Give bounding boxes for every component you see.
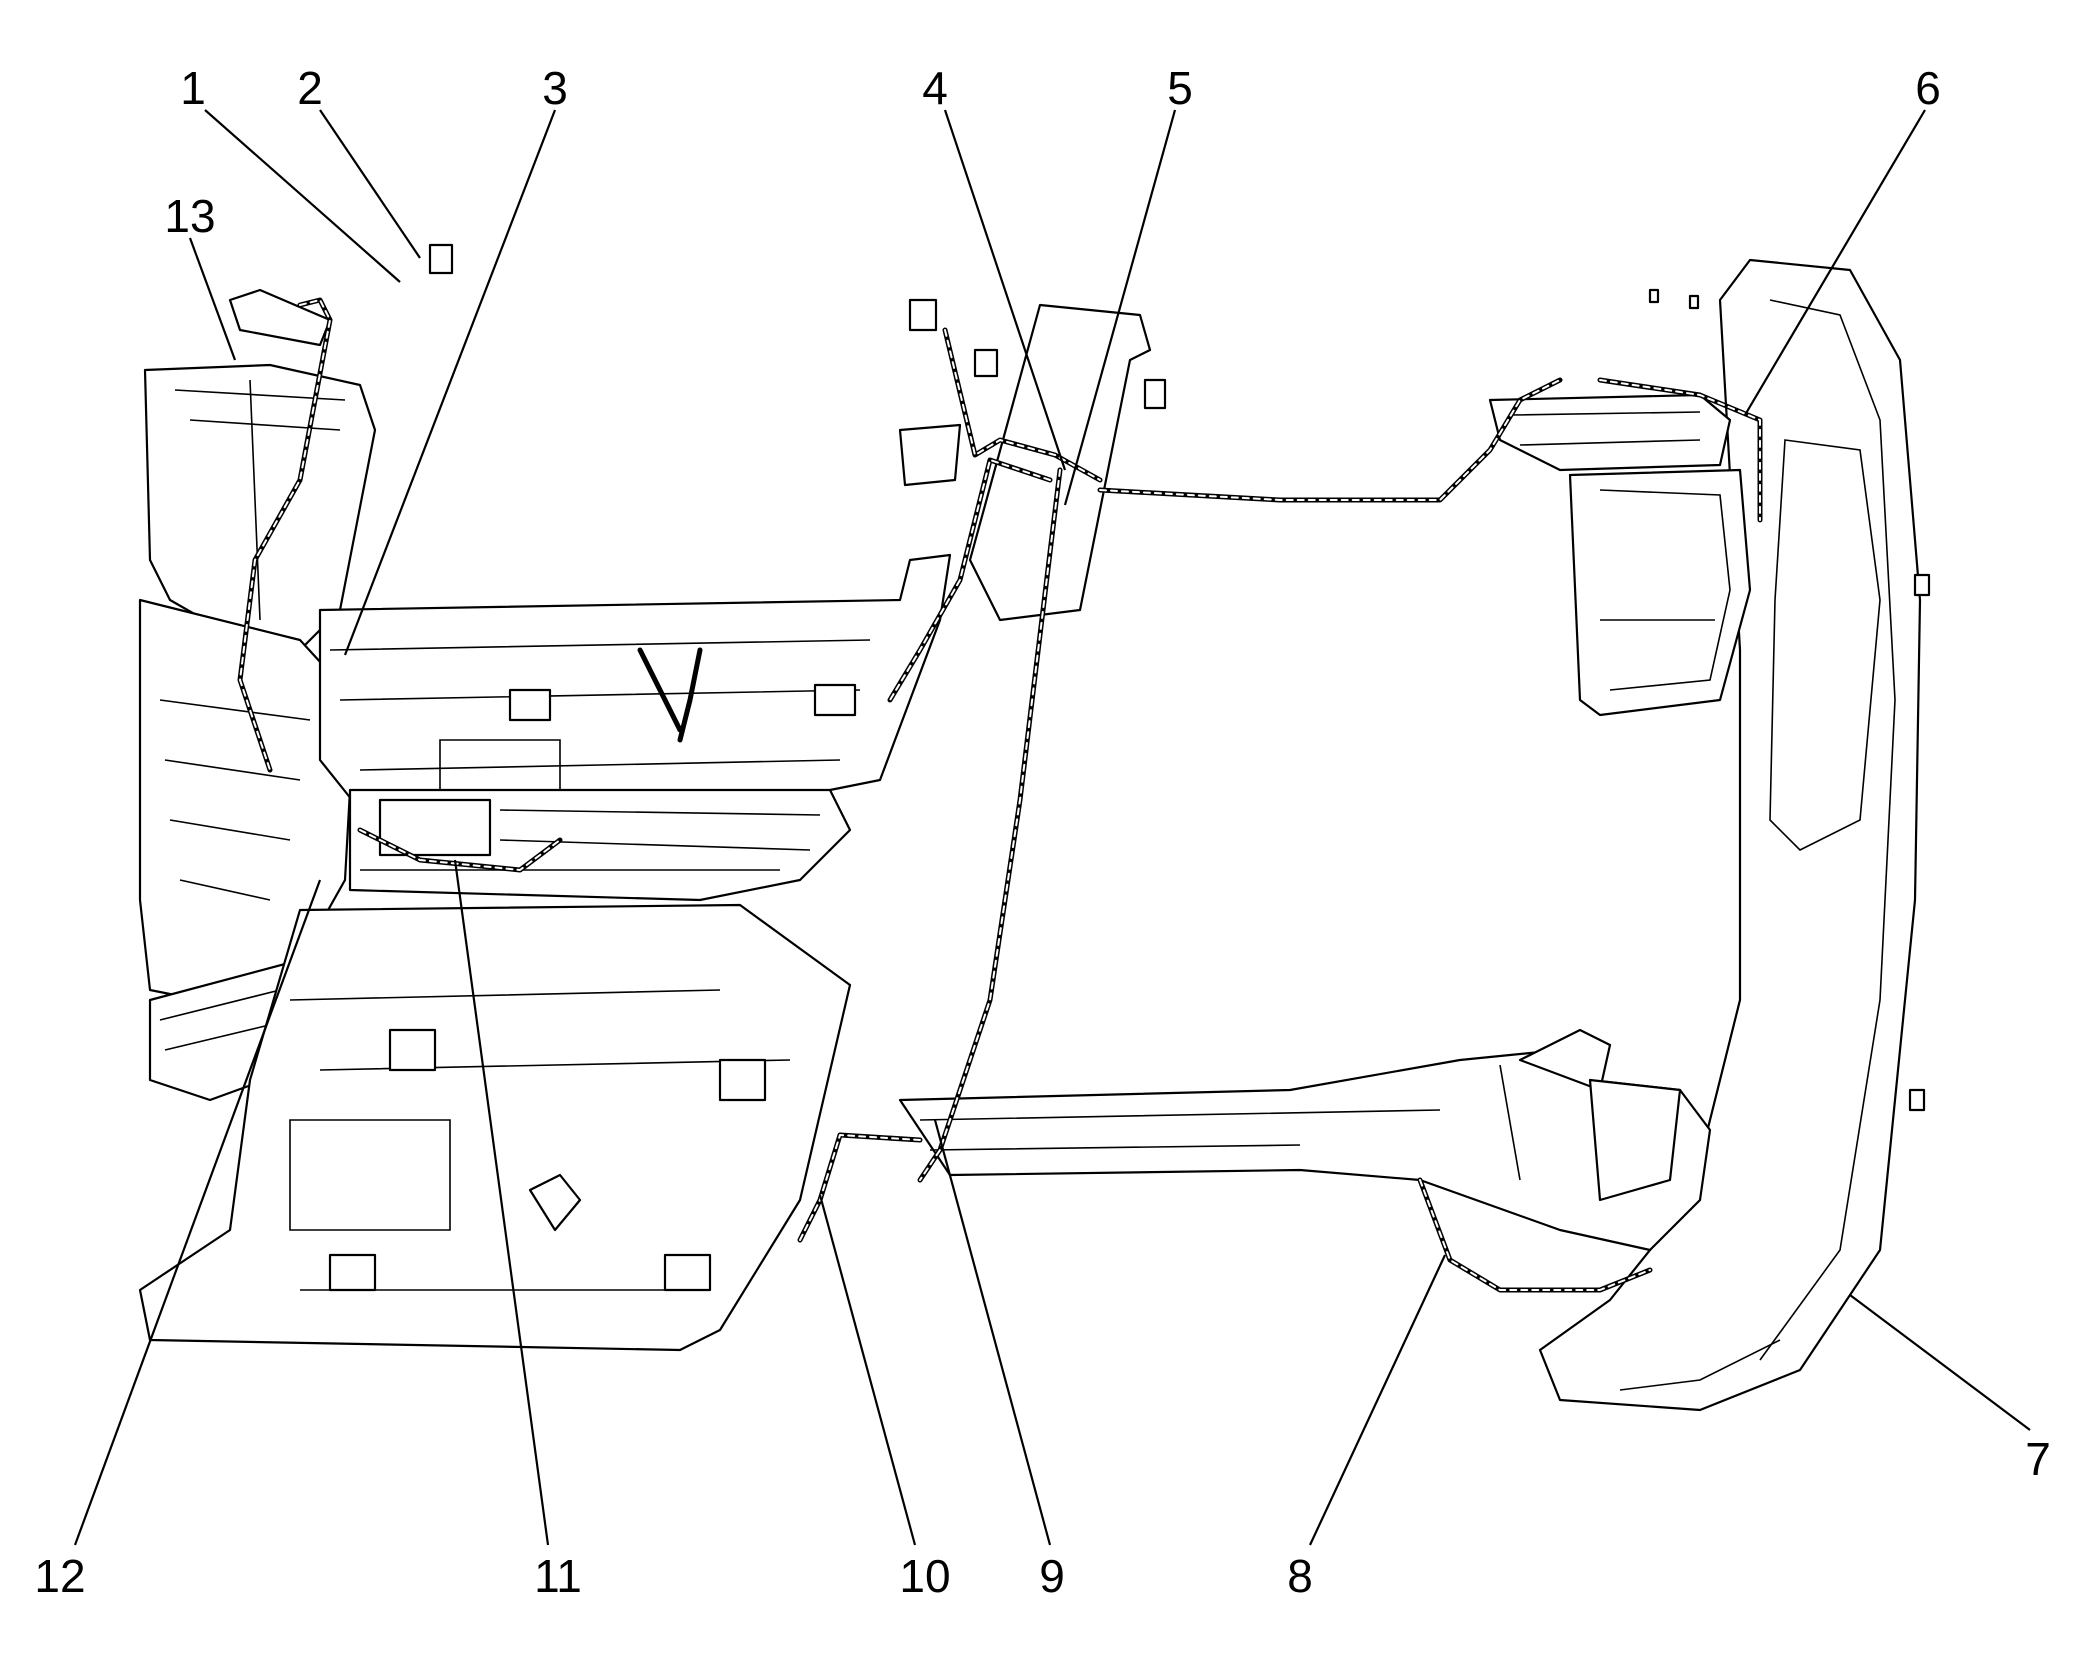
lower-floor-panel [138,903,852,1352]
callout-10: 10 [899,1550,950,1602]
radiator-support-rail [898,1028,1712,1252]
bumper-fascia [1538,258,1922,1412]
callout-8: 8 [1287,1550,1313,1602]
callout-2: 2 [297,62,323,114]
callout-9: 9 [1039,1550,1065,1602]
forward-lamp-harness [237,297,1763,1293]
callout-11: 11 [534,1550,582,1602]
callout-6: 6 [1915,62,1941,114]
floor-cross-member [348,788,852,902]
callout-7: 7 [2025,1433,2051,1485]
upper-radiator-support [1488,393,1732,472]
headlamp-housing [1568,468,1752,717]
upper-floor-panel [318,553,952,822]
callout-5: 5 [1167,62,1193,114]
callout-1: 1 [180,62,206,114]
harness-connectors [428,243,1931,1112]
callout-3: 3 [542,62,568,114]
callout-labels: 1 2 3 4 5 6 7 8 9 10 11 12 13 [34,62,2050,1602]
callout-12: 12 [34,1550,85,1602]
console-bracket [898,303,1152,622]
callout-13: 13 [164,190,215,242]
leader-lines [73,109,2031,1546]
callout-4: 4 [922,62,948,114]
